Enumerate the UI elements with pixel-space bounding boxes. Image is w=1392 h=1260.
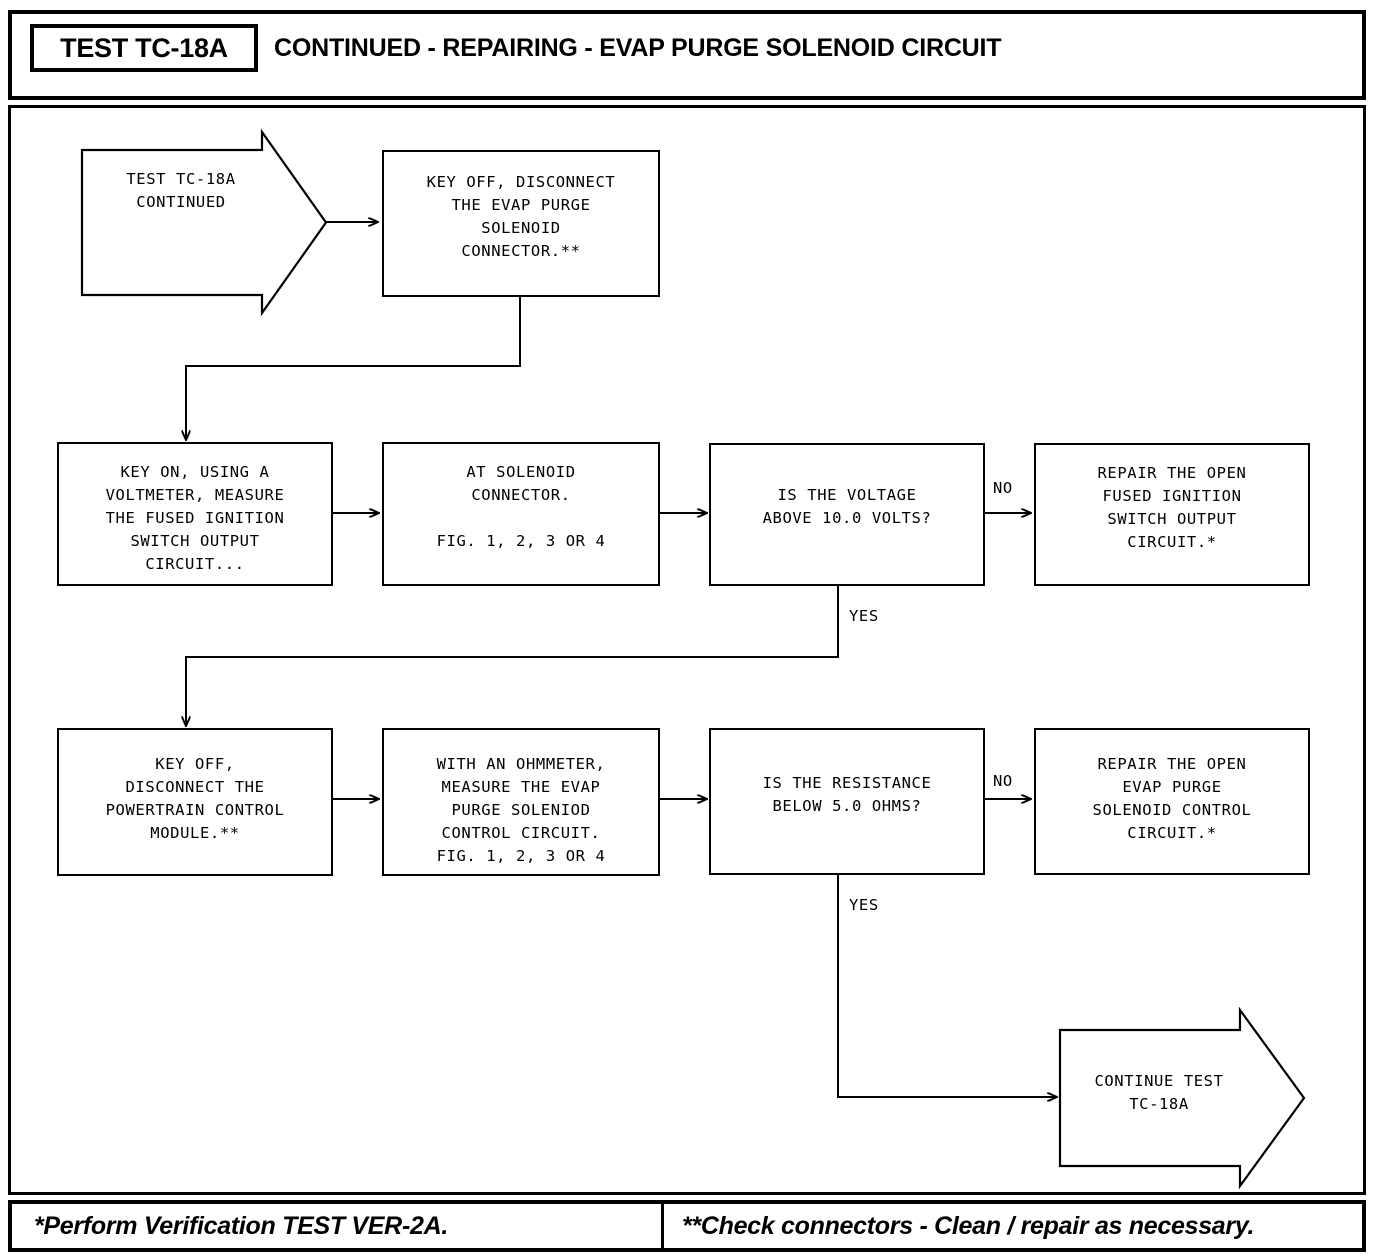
node-repair-ignition: REPAIR THE OPEN FUSED IGNITION SWITCH OU…	[1034, 443, 1310, 586]
page-title: CONTINUED - REPAIRING - EVAP PURGE SOLEN…	[274, 34, 1002, 62]
footer-frame: *Perform Verification TEST VER-2A. **Che…	[8, 1200, 1366, 1252]
node-step-ohmmeter: WITH AN OHMMETER, MEASURE THE EVAP PURGE…	[382, 728, 660, 876]
test-id-badge: TEST TC-18A	[30, 24, 258, 72]
node-step-key-on-text: KEY ON, USING A VOLTMETER, MEASURE THE F…	[105, 463, 285, 573]
node-step-key-off-pcm: KEY OFF, DISCONNECT THE POWERTRAIN CONTR…	[57, 728, 333, 876]
node-decision-voltage-text: IS THE VOLTAGE ABOVE 10.0 VOLTS?	[762, 486, 932, 527]
continue-banner-text: CONTINUE TEST TC-18A	[1094, 1072, 1224, 1113]
node-step-at-solenoid: AT SOLENOID CONNECTOR. FIG. 1, 2, 3 OR 4	[382, 442, 660, 586]
footer-note-right: **Check connectors - Clean / repair as n…	[664, 1204, 1362, 1248]
edge-label-yes-voltage: YES	[849, 607, 879, 625]
node-step-key-off-pcm-text: KEY OFF, DISCONNECT THE POWERTRAIN CONTR…	[105, 755, 285, 842]
node-step-ohmmeter-text: WITH AN OHMMETER, MEASURE THE EVAP PURGE…	[436, 755, 606, 865]
start-banner-text: TEST TC-18A CONTINUED	[126, 170, 236, 211]
node-decision-voltage: IS THE VOLTAGE ABOVE 10.0 VOLTS?	[709, 443, 985, 586]
header-frame: TEST TC-18A CONTINUED - REPAIRING - EVAP…	[8, 10, 1366, 100]
edge-label-no-resistance: NO	[993, 772, 1013, 790]
node-repair-solenoid-text: REPAIR THE OPEN EVAP PURGE SOLENOID CONT…	[1092, 755, 1252, 842]
continue-banner: CONTINUE TEST TC-18A	[1058, 1006, 1308, 1190]
footer-note-left-text: *Perform Verification TEST VER-2A.	[34, 1211, 448, 1240]
node-step-disconnect-text: KEY OFF, DISCONNECT THE EVAP PURGE SOLEN…	[426, 173, 616, 260]
node-step-at-solenoid-text: AT SOLENOID CONNECTOR. FIG. 1, 2, 3 OR 4	[436, 463, 606, 550]
node-decision-resistance-text: IS THE RESISTANCE BELOW 5.0 OHMS?	[762, 774, 932, 815]
test-id-label: TEST TC-18A	[60, 32, 228, 63]
node-repair-solenoid: REPAIR THE OPEN EVAP PURGE SOLENOID CONT…	[1034, 728, 1310, 875]
node-repair-ignition-text: REPAIR THE OPEN FUSED IGNITION SWITCH OU…	[1097, 464, 1247, 551]
node-decision-resistance: IS THE RESISTANCE BELOW 5.0 OHMS?	[709, 728, 985, 875]
node-step-disconnect: KEY OFF, DISCONNECT THE EVAP PURGE SOLEN…	[382, 150, 660, 297]
footer-note-right-text: **Check connectors - Clean / repair as n…	[682, 1211, 1255, 1240]
start-banner: TEST TC-18A CONTINUED	[80, 128, 330, 317]
footer-note-left: *Perform Verification TEST VER-2A.	[12, 1204, 664, 1248]
node-step-key-on: KEY ON, USING A VOLTMETER, MEASURE THE F…	[57, 442, 333, 586]
edge-label-no-voltage: NO	[993, 479, 1013, 497]
edge-label-yes-resistance: YES	[849, 896, 879, 914]
